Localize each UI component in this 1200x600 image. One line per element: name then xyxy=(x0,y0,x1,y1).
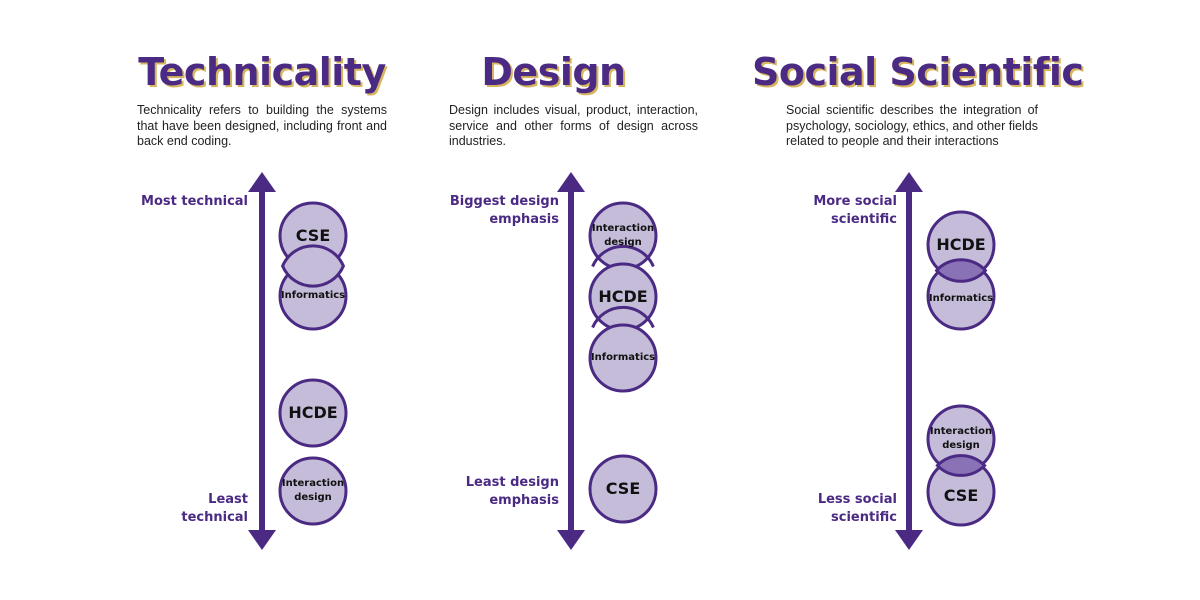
social-scientific-axis-arrow-up xyxy=(895,172,923,192)
technicality-description: Technicality refers to building the syst… xyxy=(137,103,387,148)
design-circle-informatics xyxy=(588,323,658,393)
social-scientific-description: Social scientific describes the integrat… xyxy=(786,103,1038,148)
technicality-top-label: Most technical xyxy=(141,194,248,209)
design-circle-cse xyxy=(588,454,658,524)
technicality-axis-arrow-up xyxy=(248,172,276,192)
social-scientific-top-label: More social scientific xyxy=(813,194,897,227)
social-scientific-bottom-label: Less social scientific xyxy=(817,492,897,525)
technicality-circle-cse-label: CSE xyxy=(295,226,331,245)
social-scientific-overlap-2 xyxy=(935,454,987,477)
social-scientific-circle-hcde-label: HCDE xyxy=(936,235,986,254)
technicality-title: Technicality xyxy=(138,50,386,94)
design-circle-informatics-label: Informatics xyxy=(590,352,656,363)
technicality-bottom-label: Least technical xyxy=(181,492,248,525)
design-axis-arrow-down xyxy=(557,530,585,550)
social-scientific-circle-interaction-design-label: Interaction design xyxy=(929,426,993,451)
technicality-circle-hcde-label: HCDE xyxy=(288,403,338,422)
design-circle-interaction-design-label: Interaction design xyxy=(591,223,655,248)
social-scientific-column: Social Scientific Social scientific desc… xyxy=(752,0,1084,600)
social-scientific-axis-arrow-down xyxy=(895,530,923,550)
design-circle-hcde-label: HCDE xyxy=(598,287,648,306)
design-title: Design xyxy=(481,50,626,94)
technicality-circle-hcde xyxy=(278,378,348,448)
technicality-circle-informatics-label: Informatics xyxy=(280,290,346,301)
social-scientific-overlap-1 xyxy=(934,258,988,283)
design-top-label: Biggest design emphasis xyxy=(449,194,559,227)
social-scientific-circle-cse-label: CSE xyxy=(943,486,979,505)
design-description: Design includes visual, product, interac… xyxy=(449,103,698,148)
design-overlap-2 xyxy=(591,305,655,329)
design-axis-arrow-up xyxy=(557,172,585,192)
technicality-circle-interaction-design-label: Interaction design xyxy=(281,478,345,503)
design-circle-cse-label: CSE xyxy=(605,479,641,498)
technicality-circle-interaction-design xyxy=(278,456,348,526)
technicality-overlap-1 xyxy=(280,244,346,288)
social-scientific-circle-informatics-label: Informatics xyxy=(928,293,994,304)
technicality-column: Technicality Technicality refers to buil… xyxy=(137,0,387,600)
technicality-axis-arrow-down xyxy=(248,530,276,550)
design-overlap-1 xyxy=(591,244,655,268)
design-column: Design Design includes visual, product, … xyxy=(449,0,698,600)
design-bottom-label: Least design emphasis xyxy=(465,475,559,508)
social-scientific-title: Social Scientific xyxy=(752,50,1084,94)
